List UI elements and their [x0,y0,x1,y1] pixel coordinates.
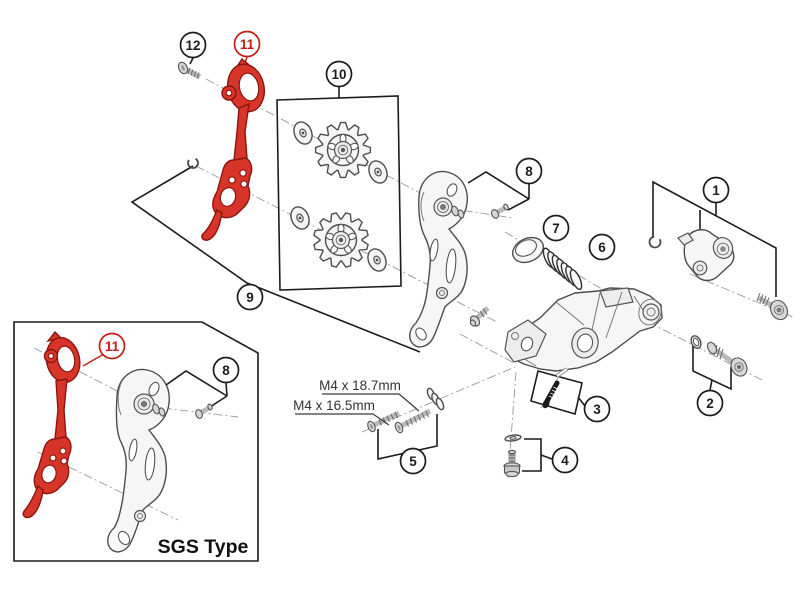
box-part10 [276,87,402,291]
label-m4-short: M4 x 16.5mm [293,398,390,426]
bracket-part2 [692,343,732,391]
callout-7: 7 [542,214,570,242]
callout-11-inset: 11 [98,332,126,360]
inset-box [13,321,259,562]
svg-text:6: 6 [598,240,606,255]
svg-text:3: 3 [593,402,601,417]
bolt-part8-inset [195,403,213,419]
svg-text:9: 9 [246,290,254,305]
svg-text:11: 11 [105,339,120,354]
inner-plate-main [409,170,468,348]
svg-text:M4 x 18.7mm: M4 x 18.7mm [319,378,401,393]
callout-2: 2 [696,389,724,417]
svg-text:SGS Type: SGS Type [158,536,249,558]
pulley-washer [290,206,310,230]
svg-text:2: 2 [706,396,714,411]
bolt-part1 [756,292,789,321]
callout-5: 5 [399,447,427,475]
svg-text:12: 12 [185,38,200,53]
bracket-part8-main [467,171,530,211]
bolt-part12 [177,57,202,80]
cclip-part1 [648,235,662,249]
callout-3: 3 [583,395,611,423]
callout-6: 6 [588,233,616,261]
pulley-washer [368,160,388,184]
washer-part2 [690,335,702,349]
inner-plate-inset [107,368,170,553]
box-part3 [530,370,586,416]
svg-text:5: 5 [409,454,417,469]
svg-text:7: 7 [552,221,560,236]
callout-10: 10 [325,60,353,88]
callout-9: 9 [236,283,264,311]
callout-1: 1 [702,176,730,204]
screw-m4-short [367,410,401,433]
svg-text:8: 8 [222,363,230,378]
anchor-bolt-part2 [706,341,748,377]
callout-11: 11 [233,30,261,58]
pulley-washer [293,121,313,145]
screw-m4-long [394,408,432,434]
label-m4-long: M4 x 18.7mm [319,378,420,412]
svg-text:8: 8 [525,164,533,179]
washers-part5 [426,387,445,411]
outer-plate-red-main [201,56,266,241]
cclip-left [187,157,199,169]
plate-pivot-bolt [469,306,490,327]
pulley-washer [367,248,387,272]
adjust-bolt-part4 [503,449,521,478]
callout-8: 8 [515,157,543,185]
bracket-part9 [130,165,421,353]
callouts-layer: 12 11 10 8 7 6 1 9 3 2 4 5 11 8 [98,30,730,475]
spring-bolt-part3 [542,380,560,409]
callout-12: 12 [179,31,207,59]
guide-pulley [314,121,372,179]
spring-part6 [542,247,583,291]
svg-text:4: 4 [561,453,569,468]
link-part1 [677,229,735,282]
svg-text:10: 10 [331,67,346,82]
washer-part4 [504,434,522,442]
svg-text:11: 11 [240,37,255,52]
label-sgs-type: SGS Type [158,536,249,558]
tension-pulley [313,212,369,268]
callout-4: 4 [551,446,579,474]
pin-part3 [555,367,569,378]
bracket-part8-inset [165,370,228,408]
derailleur-body [504,287,663,372]
callout-8-inset: 8 [212,356,240,384]
svg-text:1: 1 [712,183,720,198]
seal-ring-part7 [512,236,544,264]
bracket-part4 [522,438,553,472]
svg-text:M4 x 16.5mm: M4 x 16.5mm [293,398,375,413]
bolt-part8-main [490,203,509,219]
outer-plate-red-inset [22,330,105,519]
